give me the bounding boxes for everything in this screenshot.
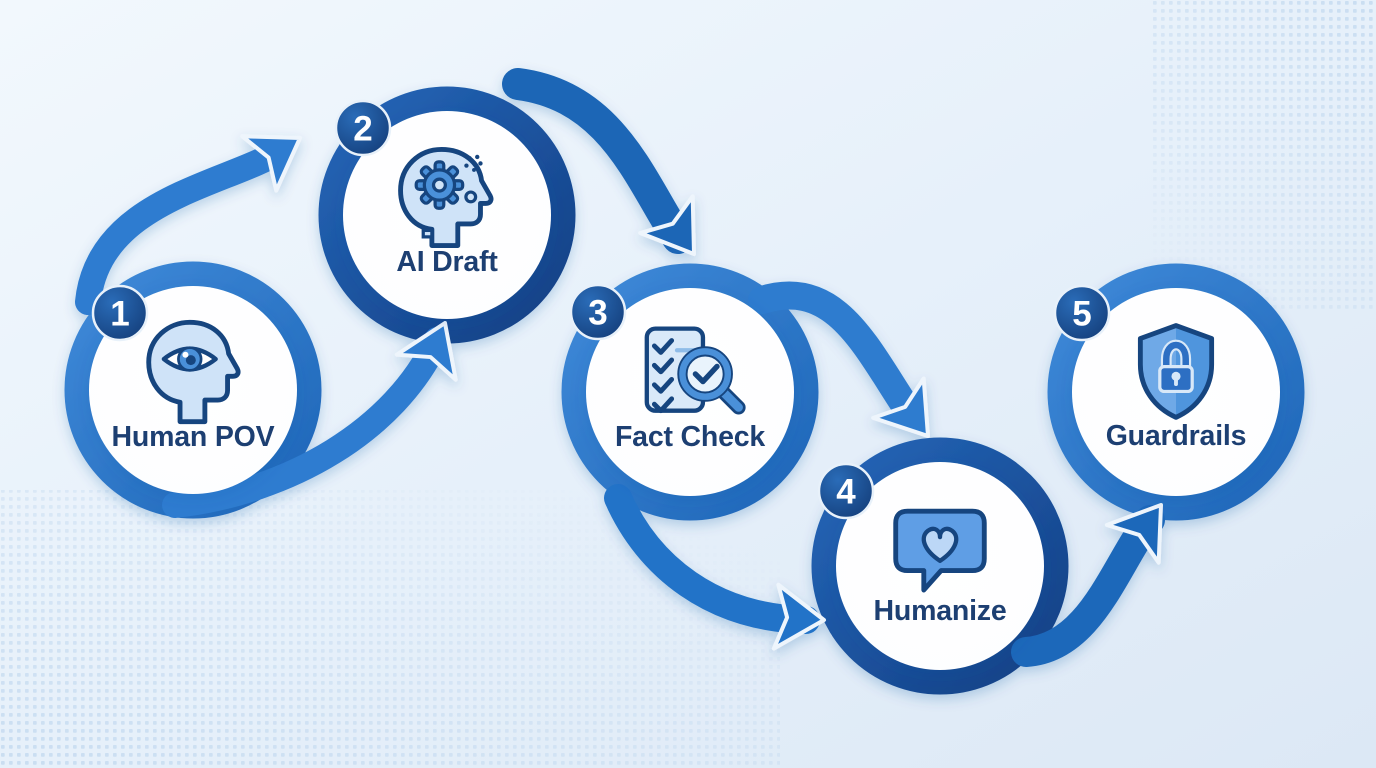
step4-badge: 4 bbox=[817, 462, 875, 520]
arrow-step1-to-step2-upper bbox=[75, 108, 319, 315]
arrow-step2-to-step3 bbox=[502, 68, 723, 275]
step5-ring bbox=[1047, 263, 1305, 521]
dot-pattern-bottom-left bbox=[0, 490, 780, 768]
step3-label: Fact Check bbox=[615, 421, 765, 453]
step-badges: 1 2 3 4 5 bbox=[91, 99, 1111, 520]
head-eye-icon bbox=[146, 319, 241, 425]
magnifier-icon bbox=[677, 346, 746, 415]
eye-icon bbox=[161, 346, 218, 372]
checkmarks bbox=[651, 338, 675, 414]
speech-bubble-heart-icon bbox=[893, 508, 987, 593]
step5-label: Guardrails bbox=[1106, 420, 1247, 452]
gear-icon bbox=[414, 160, 465, 210]
flow-graphics bbox=[64, 68, 1305, 695]
step2-label: AI Draft bbox=[396, 246, 498, 278]
arrow-step3-to-step4-upper bbox=[748, 281, 956, 458]
step2-badge-number: 2 bbox=[353, 110, 372, 149]
step2-badge: 2 bbox=[334, 99, 392, 157]
step3-badge: 3 bbox=[569, 283, 627, 341]
arrow-step4-to-step5 bbox=[1011, 486, 1187, 667]
checklist-magnifier-icon bbox=[644, 326, 746, 415]
circuit-dots bbox=[464, 154, 483, 172]
step4-label: Humanize bbox=[873, 595, 1006, 627]
lock-icon bbox=[1158, 339, 1194, 394]
heart-icon bbox=[921, 526, 959, 564]
step3-ring bbox=[561, 263, 819, 521]
head-gear-icon bbox=[398, 146, 494, 248]
dot-pattern-top-right bbox=[1150, 0, 1376, 310]
arrow-step1-to-step2-lower bbox=[162, 310, 474, 518]
step5-badge-number: 5 bbox=[1072, 295, 1091, 334]
step1-label: Human POV bbox=[112, 421, 275, 453]
shield-lock-icon bbox=[1137, 323, 1215, 420]
step1-badge: 1 bbox=[91, 284, 149, 342]
step1-badge-number: 1 bbox=[110, 295, 129, 334]
step4-ring bbox=[811, 437, 1069, 695]
arrow-step3-to-step4-lower bbox=[604, 484, 829, 654]
step3-badge-number: 3 bbox=[588, 294, 607, 333]
step5-badge: 5 bbox=[1053, 284, 1111, 342]
step4-badge-number: 4 bbox=[836, 473, 856, 512]
